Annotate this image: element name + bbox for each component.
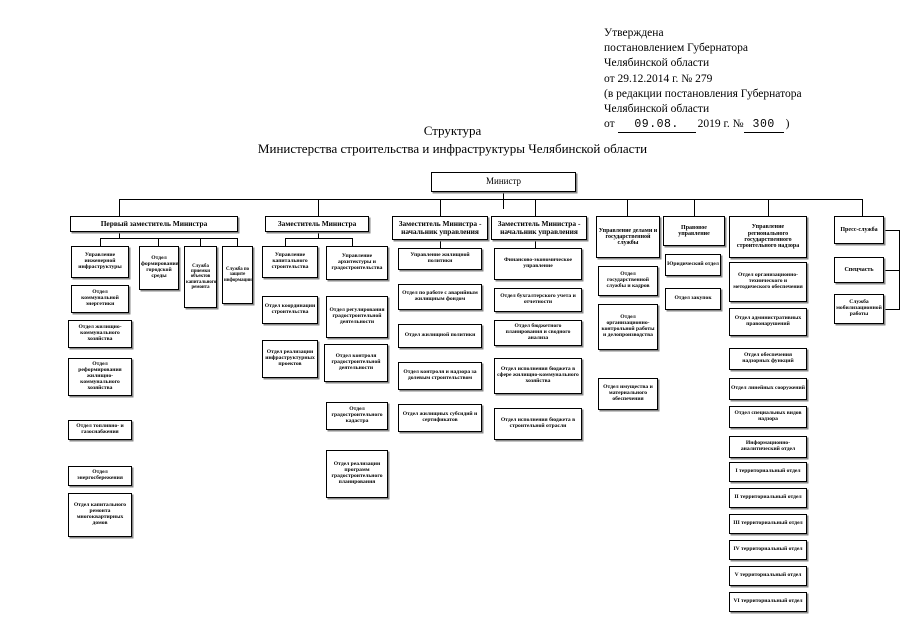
- node-supervision-department[interactable]: Управление регионального государственног…: [729, 216, 807, 258]
- connector-mobilization-right: [884, 309, 900, 310]
- node-deputy-first[interactable]: Первый заместитель Министра: [70, 216, 238, 232]
- node-c1-7[interactable]: Отдел капитального ремонта многоквартирн…: [68, 493, 132, 537]
- node-c9-4[interactable]: Отдел линейных сооружений: [729, 378, 807, 400]
- connector-deputy3-child: [440, 240, 441, 248]
- approval-line-6: Челябинской области: [604, 103, 710, 116]
- node-c3-1[interactable]: Управление капитального строительства: [262, 246, 318, 278]
- connector-deputy1-bus: [100, 238, 237, 239]
- connector-press-right: [884, 230, 900, 231]
- connector-drop-affairs: [627, 199, 628, 216]
- approval-from-label: от: [604, 118, 615, 131]
- approval-line-7: от 09.08. 2019 г. № 300 ): [604, 117, 904, 134]
- node-c1-3[interactable]: Отдел жилищно-коммунального хозяйства: [68, 320, 132, 348]
- connector-drop-legal: [694, 199, 695, 216]
- node-c9-3[interactable]: Отдел обеспечения надзорных функций: [729, 348, 807, 370]
- approval-date-blank: 09.08.: [617, 117, 696, 134]
- connector-drop-deputy2: [318, 199, 319, 216]
- approval-close-paren: ): [785, 118, 790, 131]
- node-c9-8[interactable]: II территориальный отдел: [729, 488, 807, 508]
- node-c9-9[interactable]: III территориальный отдел: [729, 514, 807, 534]
- node-deputy-second[interactable]: Заместитель Министра: [265, 216, 369, 232]
- node-c9-2[interactable]: Отдел административных правонарушений: [729, 308, 807, 336]
- node-c9-6[interactable]: Информационно-аналитический отдел: [729, 436, 807, 458]
- approval-line-4: от 29.12.2014 г. № 279: [604, 72, 713, 85]
- node-c2-2[interactable]: Служба приемки объектов капитального рем…: [184, 246, 217, 308]
- node-c3-3[interactable]: Отдел реализации инфраструктурных проект…: [262, 340, 318, 378]
- node-c4-2[interactable]: Отдел регулирования градостроительной де…: [326, 296, 388, 338]
- node-c5-1[interactable]: Управление жилищной политики: [398, 248, 482, 270]
- node-c4-3[interactable]: Отдел контроля градостроительной деятель…: [324, 344, 388, 382]
- connector-drop-supervision: [768, 199, 769, 216]
- node-minister[interactable]: Министр: [431, 172, 576, 192]
- node-c9-7[interactable]: I территориальный отдел: [729, 462, 807, 482]
- node-c8-2[interactable]: Отдел закупок: [665, 288, 721, 310]
- node-c1-1[interactable]: Управление инженерной инфраструктуры: [71, 246, 129, 278]
- title-line-1: Структура: [423, 123, 482, 138]
- node-c2-3[interactable]: Служба по защите информации: [222, 246, 253, 304]
- connector-deputy4-child: [535, 240, 536, 248]
- approval-block: Утверждена постановлением Губернатора Че…: [604, 26, 904, 134]
- node-affairs-department[interactable]: Управление делами и государственной служ…: [596, 216, 660, 258]
- connector-deputy2-down: [318, 232, 319, 239]
- approval-line-3: Челябинской области: [604, 57, 710, 70]
- connector-level2-bus: [119, 199, 862, 200]
- connector-deputy2-bus: [285, 238, 352, 239]
- node-c6-3[interactable]: Отдел бюджетного планирования и сводного…: [494, 320, 582, 346]
- node-c2-1[interactable]: Отдел формирования городской среды: [139, 246, 179, 290]
- node-c9-5[interactable]: Отдел специальных видов надзора: [729, 406, 807, 428]
- node-c5-2[interactable]: Отдел по работе с аварийным жилищным фон…: [398, 284, 482, 310]
- node-c5-3[interactable]: Отдел жилищной политики: [398, 324, 482, 348]
- connector-drop-deputy3: [440, 199, 441, 216]
- node-c9-10[interactable]: IV территориальный отдел: [729, 540, 807, 560]
- connector-deputy1-child4: [237, 238, 238, 246]
- node-deputy-head-finance[interactable]: Заместитель Министра - начальник управле…: [491, 216, 587, 240]
- node-c1-4[interactable]: Отдел реформирования жилищно-коммунально…: [68, 358, 132, 396]
- approval-line-1: Утверждена: [604, 27, 664, 39]
- connector-drop-deputy1: [119, 199, 120, 216]
- node-c7-3[interactable]: Отдел имущества и материального обеспече…: [598, 378, 658, 410]
- node-c6-4[interactable]: Отдел исполнения бюджета в сфере жилищно…: [494, 358, 582, 394]
- node-press-service[interactable]: Пресс-служба: [834, 216, 884, 244]
- node-c5-5[interactable]: Отдел жилищных субсидий и сертификатов: [398, 404, 482, 432]
- connector-deputy2-child2: [352, 238, 353, 246]
- node-c10-2[interactable]: Служба мобилизационной работы: [834, 294, 884, 324]
- approval-number-blank: 300: [743, 117, 784, 134]
- connector-drop-press: [862, 199, 863, 216]
- connector-minister-down: [503, 192, 504, 209]
- connector-deputy1-child3: [200, 238, 201, 246]
- node-c7-2[interactable]: Отдел организационно-контрольной работы …: [598, 304, 658, 350]
- node-c1-5[interactable]: Отдел топливно- и газоснабжения: [68, 420, 132, 440]
- node-c1-6[interactable]: Отдел энергосбережения: [68, 466, 132, 486]
- node-c6-5[interactable]: Отдел исполнения бюджета в строительной …: [494, 408, 582, 440]
- connector-specpart-right: [884, 270, 900, 271]
- node-c1-2[interactable]: Отдел коммунальной энергетики: [71, 285, 129, 313]
- connector-deputy1-down: [119, 232, 120, 239]
- page-title: Структура Министерства строительства и и…: [0, 122, 905, 158]
- node-c6-2[interactable]: Отдел бухгалтерского учета и отчетности: [494, 288, 582, 312]
- approval-line-5: (в редакции постановления Губернатора: [604, 87, 802, 100]
- node-c6-1[interactable]: Финансово-экономическое управление: [494, 248, 582, 280]
- node-c9-11[interactable]: V территориальный отдел: [729, 566, 807, 586]
- node-c10-1[interactable]: Спецчасть: [834, 257, 884, 283]
- node-legal-department[interactable]: Правовое управление: [663, 216, 725, 246]
- approval-year-label: 2019 г. №: [697, 118, 744, 131]
- connector-deputy2-child1: [285, 238, 286, 246]
- node-c4-1[interactable]: Управление архитектуры и градостроительс…: [326, 246, 388, 280]
- node-deputy-head-housing[interactable]: Заместитель Министра - начальник управле…: [392, 216, 488, 240]
- node-c7-1[interactable]: Отдел государственной службы и кадров: [598, 266, 658, 296]
- node-c8-1[interactable]: Юридический отдел: [665, 254, 721, 276]
- node-c9-1[interactable]: Отдел организационно-технического и мето…: [729, 262, 807, 302]
- node-c4-5[interactable]: Отдел реализации программ градостроитель…: [326, 450, 388, 498]
- node-c3-2[interactable]: Отдел координации строительства: [262, 296, 318, 324]
- node-c5-4[interactable]: Отдел контроля и надзора за долевым стро…: [398, 362, 482, 390]
- approval-line-2: постановлением Губернатора: [604, 42, 748, 55]
- node-c4-4[interactable]: Отдел градостроительного кадастра: [326, 402, 388, 430]
- title-line-2: Министерства строительства и инфраструкт…: [257, 141, 648, 156]
- node-c9-12[interactable]: VI территориальный отдел: [729, 592, 807, 612]
- connector-drop-deputy4: [535, 199, 536, 216]
- connector-deputy1-child2: [158, 238, 159, 246]
- connector-deputy1-child1: [100, 238, 101, 246]
